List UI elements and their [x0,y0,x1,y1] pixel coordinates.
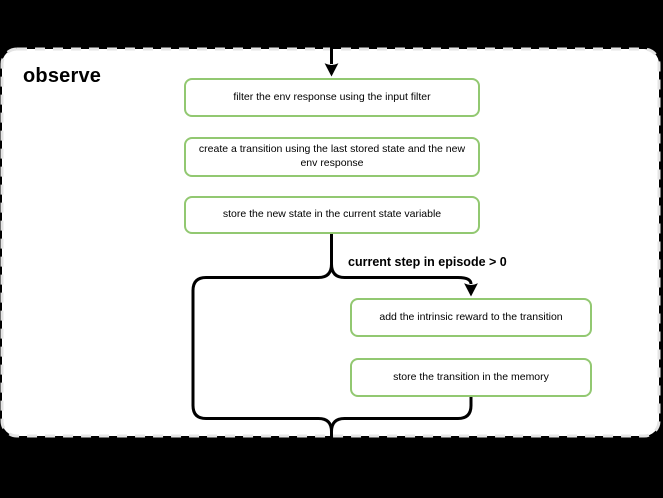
node-add-intrinsic-reward: add the intrinsic reward to the transiti… [350,298,592,337]
connector-bypass-loop [191,233,333,442]
arrowhead-down-icon [324,63,339,77]
node-store-new-state: store the new state in the current state… [184,196,480,234]
group-title-observe: observe [23,65,102,87]
condition-label: current step in episode > 0 [348,255,507,269]
node-create-transition: create a transition using the last store… [184,137,480,177]
arrowhead-down-icon [464,283,478,297]
connector-condition-branch [330,263,473,285]
node-store-transition-memory: store the transition in the memory [350,358,592,397]
connector-merge [330,397,473,432]
node-filter-env-response: filter the env response using the input … [184,78,480,117]
